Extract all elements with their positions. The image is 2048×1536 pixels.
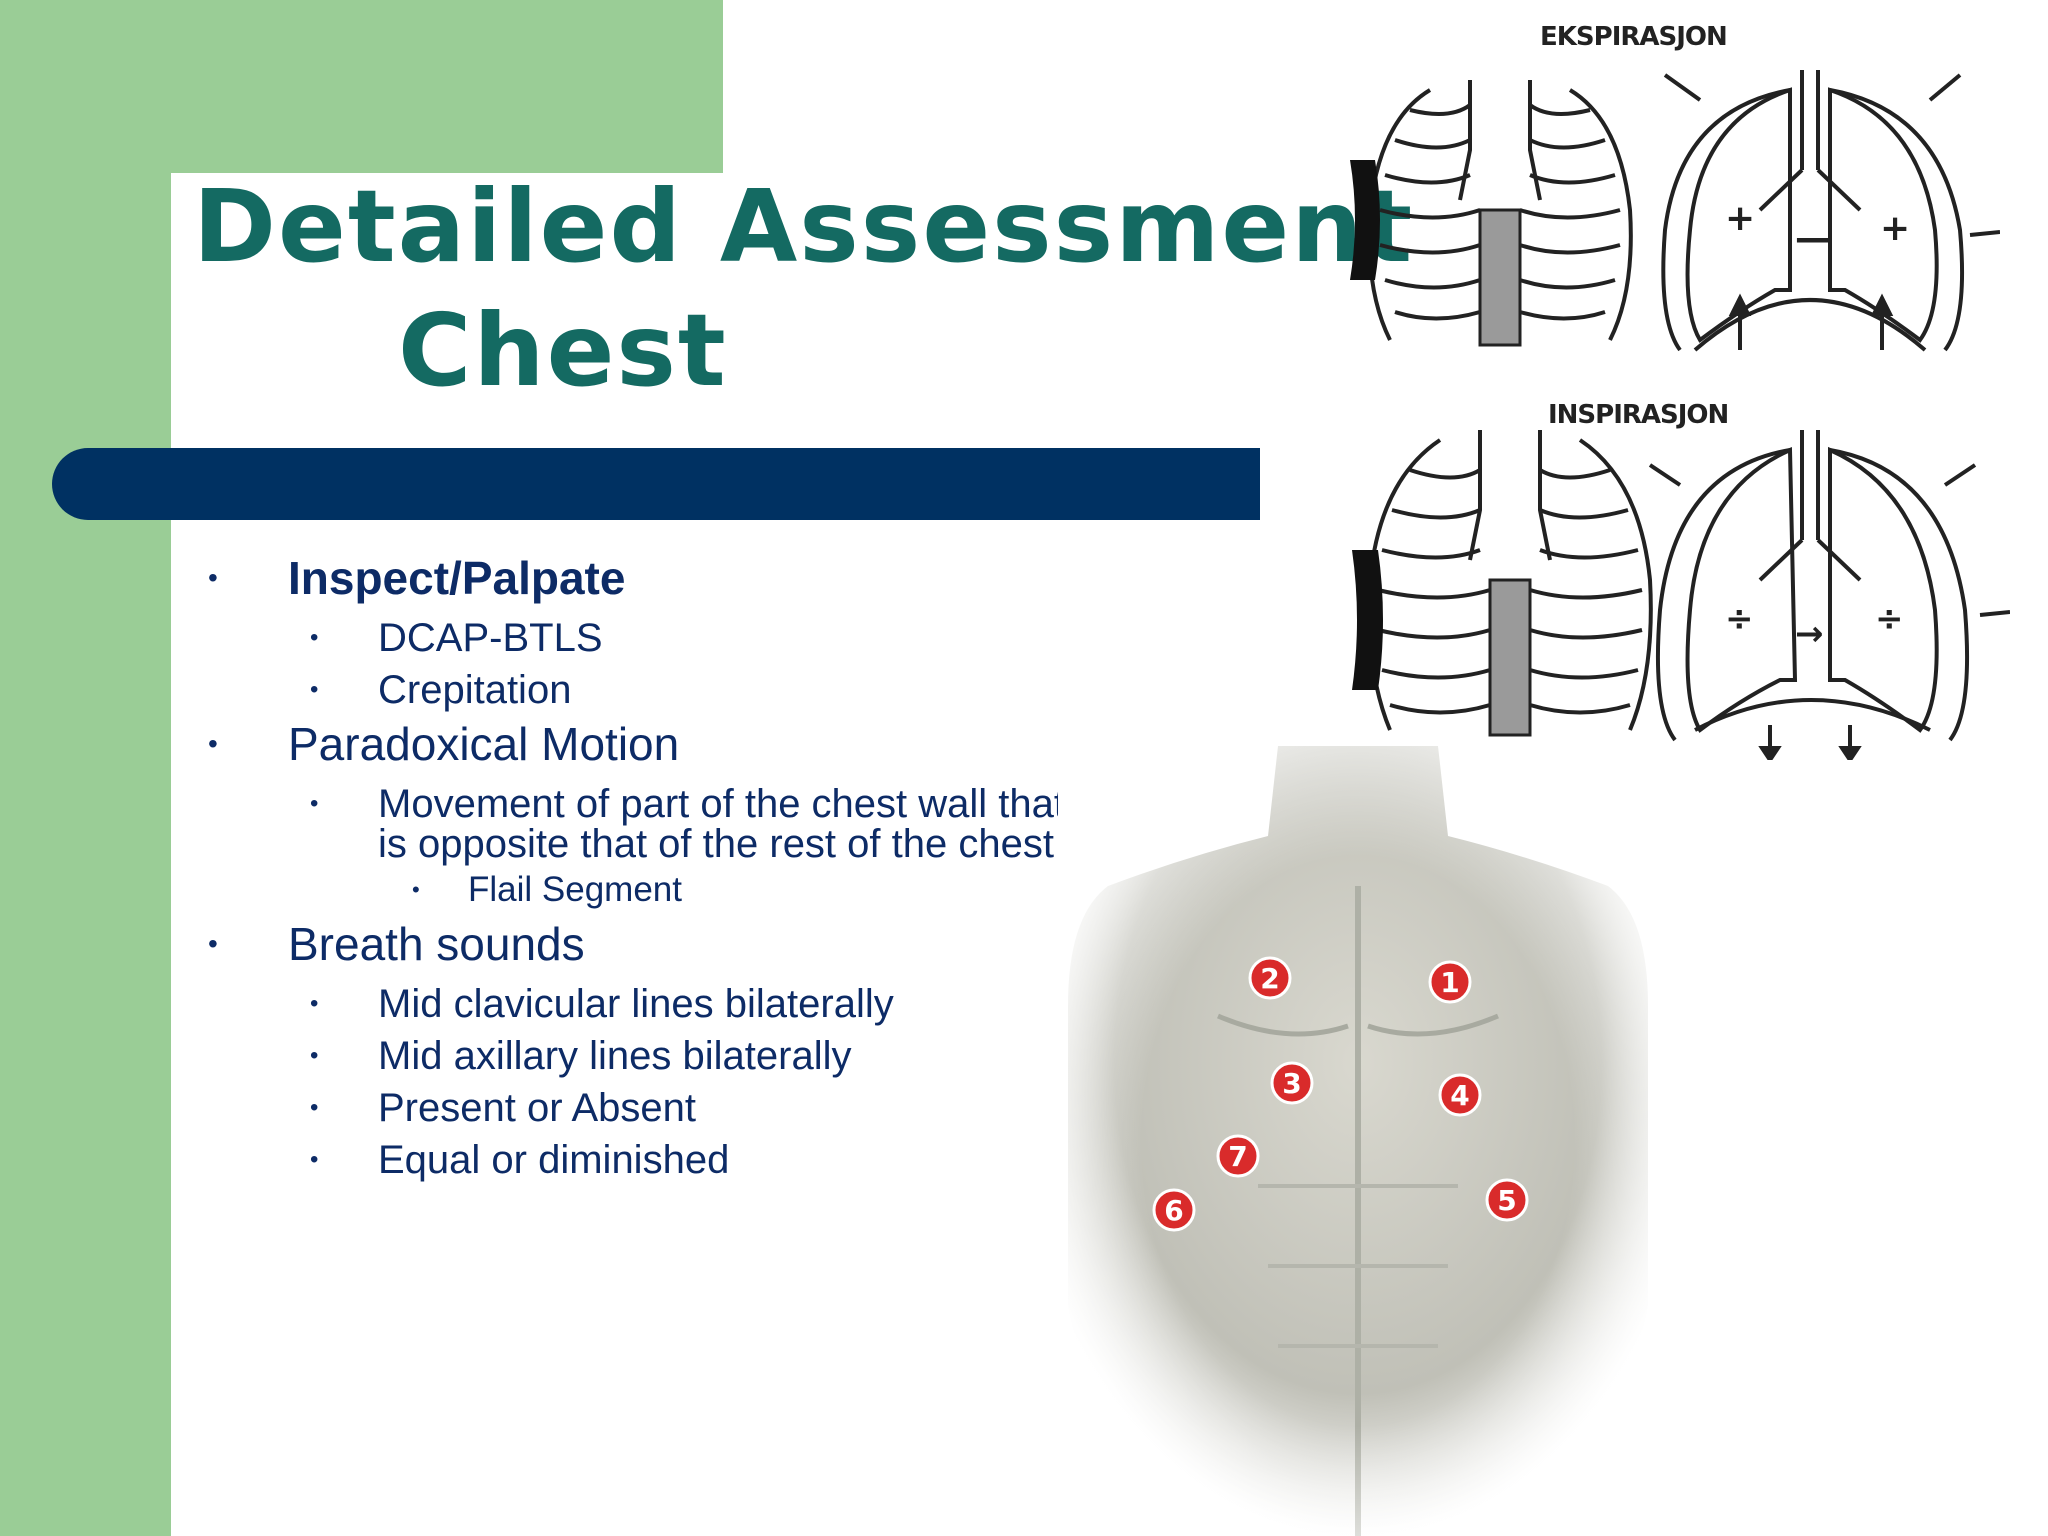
marker-3: 3 bbox=[1270, 1061, 1314, 1105]
slide-title: Detailed Assessment Chest bbox=[193, 165, 1414, 413]
sub-bullet-text: Mid clavicular lines bilaterally bbox=[378, 982, 894, 1026]
bullet-dot: • bbox=[310, 1146, 319, 1173]
marker-5: 5 bbox=[1485, 1178, 1529, 1222]
svg-text:÷: ÷ bbox=[1875, 599, 1904, 639]
sub-bullet-item: • Movement of part of the chest wall tha… bbox=[200, 784, 1098, 864]
bullet-dot: • bbox=[208, 928, 218, 959]
sub-bullet-text: Equal or diminished bbox=[378, 1138, 730, 1182]
svg-text:5: 5 bbox=[1497, 1184, 1516, 1217]
title-underline-bar bbox=[52, 448, 1260, 520]
sub-bullet-item: • DCAP-BTLS bbox=[200, 618, 1098, 658]
sub-bullet-item: • Mid axillary lines bilaterally bbox=[200, 1036, 1098, 1076]
inspiration-label: INSPIRASJON bbox=[1548, 400, 1729, 430]
svg-text:+: + bbox=[1725, 198, 1755, 239]
svg-text:÷: ÷ bbox=[1725, 599, 1754, 639]
svg-text:→: → bbox=[1795, 614, 1824, 654]
bullet-text: Paradoxical Motion bbox=[288, 718, 680, 770]
marker-6: 6 bbox=[1152, 1188, 1196, 1232]
expiration-label: EKSPIRASJON bbox=[1540, 22, 1728, 52]
bullet-item: • Inspect/Palpate bbox=[200, 550, 1098, 606]
sub-bullet-text: Mid axillary lines bilaterally bbox=[378, 1034, 852, 1078]
sub-sub-bullet-text: Flail Segment bbox=[468, 870, 682, 909]
expiration-diagram: + + — bbox=[1350, 70, 2000, 352]
sub-bullet-item: • Crepitation bbox=[200, 670, 1098, 710]
marker-7: 7 bbox=[1216, 1134, 1260, 1178]
torso-shape bbox=[1058, 746, 1658, 1536]
bullet-text: Inspect/Palpate bbox=[288, 552, 626, 604]
bullet-dot: • bbox=[310, 624, 319, 651]
auscultation-markers: 1 2 3 4 5 6 7 bbox=[1152, 956, 1529, 1232]
svg-text:2: 2 bbox=[1260, 962, 1279, 995]
bullet-dot: • bbox=[412, 877, 420, 902]
bullet-dot: • bbox=[310, 790, 319, 817]
green-top-band bbox=[0, 0, 723, 173]
svg-text:1: 1 bbox=[1440, 966, 1459, 999]
sub-bullet-text: Present or Absent bbox=[378, 1086, 696, 1130]
sub-bullet-text: Crepitation bbox=[378, 668, 572, 712]
title-line-1: Detailed Assessment bbox=[193, 168, 1415, 285]
svg-text:4: 4 bbox=[1450, 1079, 1469, 1112]
svg-text:7: 7 bbox=[1228, 1140, 1247, 1173]
bullet-dot: • bbox=[310, 676, 319, 703]
bullet-text: Breath sounds bbox=[288, 918, 585, 970]
marker-4: 4 bbox=[1438, 1073, 1482, 1117]
marker-1: 1 bbox=[1428, 960, 1472, 1004]
bullet-dot: • bbox=[310, 1042, 319, 1069]
svg-text:6: 6 bbox=[1164, 1194, 1183, 1227]
sub-bullet-text: DCAP-BTLS bbox=[378, 616, 603, 660]
title-line-2: Chest bbox=[398, 292, 728, 409]
bullet-dot: • bbox=[310, 990, 319, 1017]
inspiration-diagram: ÷ ÷ → bbox=[1352, 430, 2010, 760]
bullet-list: • Inspect/Palpate • DCAP-BTLS • Crepitat… bbox=[200, 544, 1098, 1180]
bullet-item: • Breath sounds bbox=[200, 916, 1098, 972]
chest-photo bbox=[1058, 746, 1658, 1536]
svg-text:—: — bbox=[1795, 218, 1831, 259]
svg-text:3: 3 bbox=[1282, 1067, 1301, 1100]
green-side-band bbox=[0, 0, 171, 1536]
bullet-item: • Paradoxical Motion bbox=[200, 716, 1098, 772]
bullet-dot: • bbox=[208, 728, 218, 759]
svg-text:+: + bbox=[1880, 208, 1910, 249]
sub-sub-bullet-item: • Flail Segment bbox=[200, 870, 1098, 910]
sub-bullet-item: • Mid clavicular lines bilaterally bbox=[200, 984, 1098, 1024]
bullet-dot: • bbox=[208, 562, 218, 593]
sub-bullet-item: • Equal or diminished bbox=[200, 1140, 1098, 1180]
marker-2: 2 bbox=[1248, 956, 1292, 1000]
sub-bullet-item: • Present or Absent bbox=[200, 1088, 1098, 1128]
bullet-dot: • bbox=[310, 1094, 319, 1121]
sub-bullet-text: Movement of part of the chest wall that … bbox=[378, 782, 1066, 866]
